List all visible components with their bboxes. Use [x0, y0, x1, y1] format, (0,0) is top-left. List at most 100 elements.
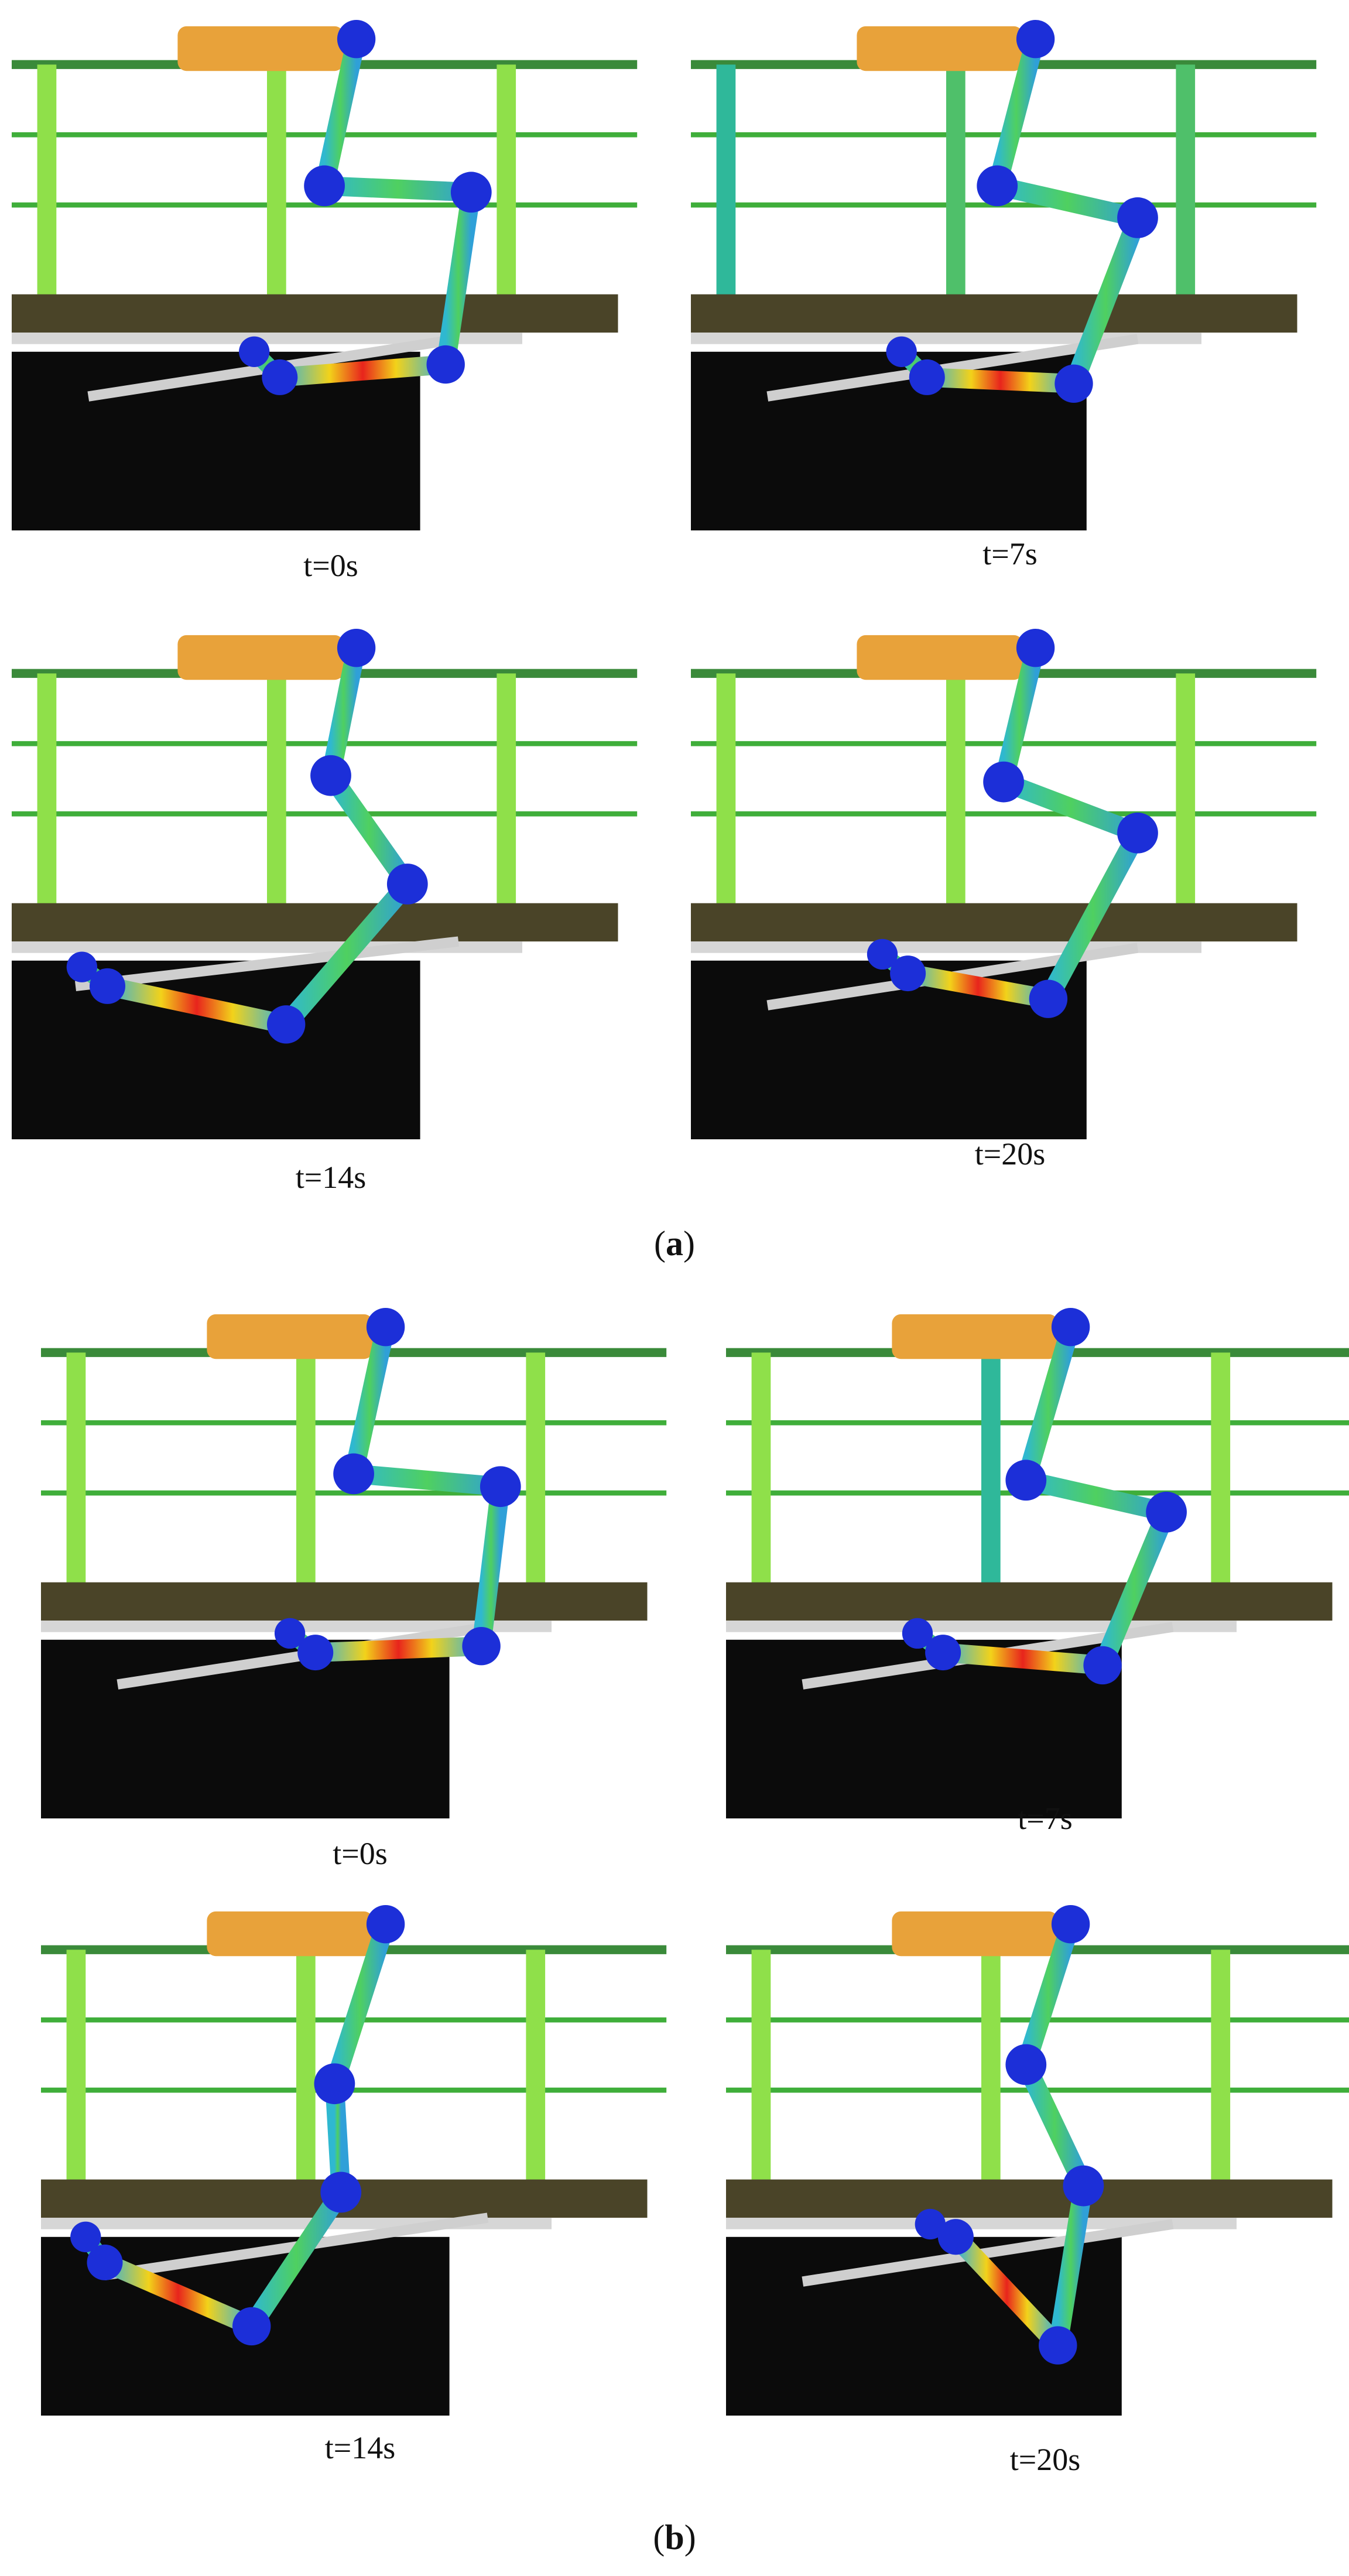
frame-a-t7	[691, 12, 1329, 539]
deck-beam	[726, 2179, 1333, 2218]
railing-post	[526, 1950, 546, 2186]
joint	[310, 755, 351, 796]
railing-post	[267, 673, 286, 910]
frame-b-t20	[726, 1897, 1349, 2424]
joint	[1117, 812, 1158, 854]
arm-simulation-snapshot	[12, 629, 638, 1139]
deck-beam	[691, 903, 1297, 942]
time-label: t=0s	[303, 548, 358, 583]
arm-simulation-snapshot	[726, 1308, 1349, 1818]
joint	[983, 761, 1024, 803]
time-label: t=0s	[333, 1836, 388, 1871]
joint	[267, 1005, 306, 1044]
joint	[314, 2063, 355, 2105]
railing-post	[981, 1950, 1001, 2186]
joint	[1146, 1491, 1187, 1533]
joint	[1029, 979, 1068, 1018]
joint	[66, 951, 98, 982]
railing-post	[751, 1352, 771, 1589]
joint	[274, 1618, 306, 1649]
frame-a-t14	[12, 621, 650, 1147]
joint	[337, 20, 376, 59]
railing-post	[1176, 64, 1196, 301]
time-label: t=20s	[1009, 2442, 1081, 2477]
joint	[320, 2171, 362, 2213]
joint	[1016, 20, 1055, 59]
arm-simulation-snapshot	[691, 629, 1317, 1139]
arm-simulation-snapshot	[726, 1905, 1349, 2416]
joint	[426, 345, 465, 384]
railing-post	[716, 64, 736, 301]
equipment-block	[207, 1911, 373, 1957]
time-label: t=7s	[982, 536, 1038, 571]
joint	[450, 172, 492, 213]
joint	[1016, 629, 1055, 667]
arm-simulation-snapshot	[41, 1308, 667, 1818]
railing-post	[296, 1950, 316, 2186]
equipment-block	[892, 1314, 1058, 1359]
equipment-block	[177, 26, 344, 71]
railing-post	[1211, 1950, 1231, 2186]
arm-simulation-snapshot	[12, 20, 638, 530]
black-block	[12, 960, 420, 1139]
joint	[333, 1453, 374, 1495]
joint	[925, 1635, 961, 1671]
equipment-block	[177, 635, 344, 680]
railing-post	[526, 1352, 546, 1589]
railing-post	[981, 1352, 1001, 1589]
joint	[886, 336, 917, 367]
joint	[89, 968, 126, 1004]
deck-beam	[41, 1582, 648, 1621]
equipment-block	[892, 1911, 1058, 1957]
joint	[1039, 2326, 1077, 2365]
railing-post	[497, 64, 516, 301]
deck-beam	[12, 294, 618, 333]
joint	[304, 165, 345, 207]
joint	[977, 165, 1018, 207]
railing-post	[946, 673, 965, 910]
railing-post	[751, 1950, 771, 2186]
frame-a-t0	[12, 12, 650, 539]
deck-beam	[12, 903, 618, 942]
joint	[1083, 1646, 1122, 1685]
railing-post	[497, 673, 516, 910]
arm-simulation-snapshot	[41, 1905, 667, 2416]
frame-b-t14	[41, 1897, 679, 2424]
subfigure-label-a: (a)	[654, 1224, 695, 1263]
railing-post	[66, 1950, 86, 2186]
railing-post	[716, 673, 736, 910]
railing-post	[66, 1352, 86, 1589]
railing-post	[946, 64, 965, 301]
deck-beam	[726, 1582, 1333, 1621]
joint	[890, 955, 926, 992]
joint	[1005, 1460, 1047, 1501]
joint	[366, 1308, 405, 1347]
joint	[902, 1618, 933, 1649]
joint	[1054, 364, 1093, 403]
railing-post	[1176, 673, 1196, 910]
frame-b-t7	[726, 1300, 1349, 1827]
joint	[87, 2244, 123, 2280]
joint	[909, 359, 945, 395]
time-label: t=14s	[324, 2430, 396, 2465]
joint	[239, 336, 270, 367]
deck-beam	[691, 294, 1297, 333]
equipment-block	[207, 1314, 373, 1359]
joint	[366, 1905, 405, 1944]
joint	[937, 2219, 974, 2255]
subfigure-label-b: (b)	[653, 2518, 696, 2557]
joint	[386, 864, 428, 905]
equipment-block	[857, 635, 1023, 680]
joint	[1051, 1308, 1090, 1347]
equipment-block	[857, 26, 1023, 71]
joint	[70, 2221, 101, 2252]
joint	[297, 1635, 334, 1671]
railing-post	[37, 64, 57, 301]
joint	[337, 629, 376, 667]
time-label: t=14s	[295, 1160, 367, 1195]
time-label: t=20s	[974, 1136, 1046, 1171]
joint	[232, 2307, 271, 2346]
railing-post	[1211, 1352, 1231, 1589]
arm-simulation-snapshot	[691, 20, 1317, 530]
time-label: t=7s	[1018, 1801, 1073, 1836]
